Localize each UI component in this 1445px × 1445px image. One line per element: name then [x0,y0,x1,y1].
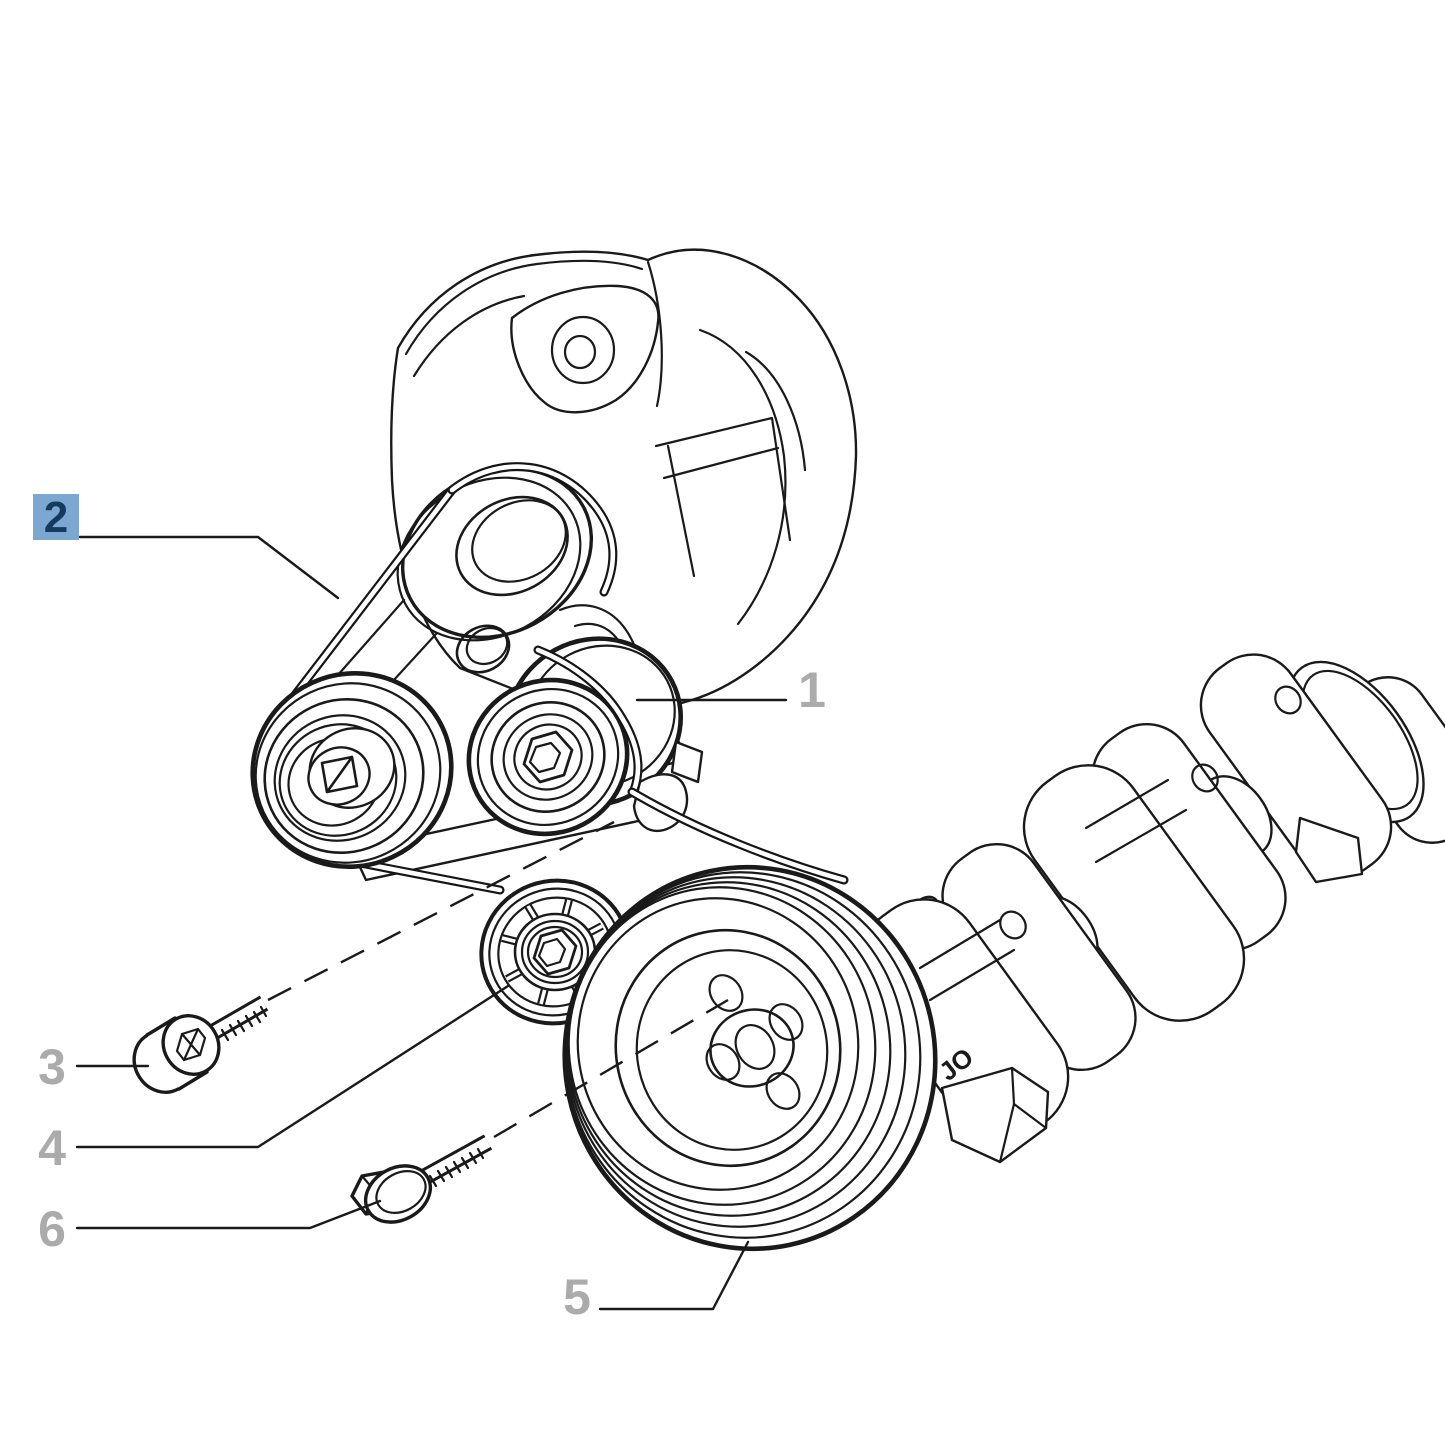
callout-2-label[interactable]: 2 [44,493,68,542]
axis-line-bolt3 [267,820,615,1002]
callout-6[interactable]: 6 [38,1201,66,1257]
idler-pulley-left [250,670,454,870]
leader-line-6 [75,1199,382,1230]
leader-line-5 [598,1240,750,1311]
leader-line-2 [78,535,340,600]
callout-3[interactable]: 3 [38,1039,66,1095]
crankshaft-pulley-item5 [562,864,938,1252]
callout-1[interactable]: 1 [798,662,826,718]
selected-callout-box[interactable] [33,494,79,540]
callout-2[interactable]: 2 [33,493,79,542]
crankshaft [858,653,1445,1164]
bolt-item3 [132,995,269,1094]
drive-belt [283,462,618,895]
leader-line-4 [75,984,510,1149]
drive-belt-lower [533,645,849,885]
bolt-item6 [350,1134,493,1224]
axis-line-bolt6 [493,998,729,1139]
callout-4[interactable]: 4 [38,1120,66,1176]
callout-5[interactable]: 5 [563,1269,591,1325]
